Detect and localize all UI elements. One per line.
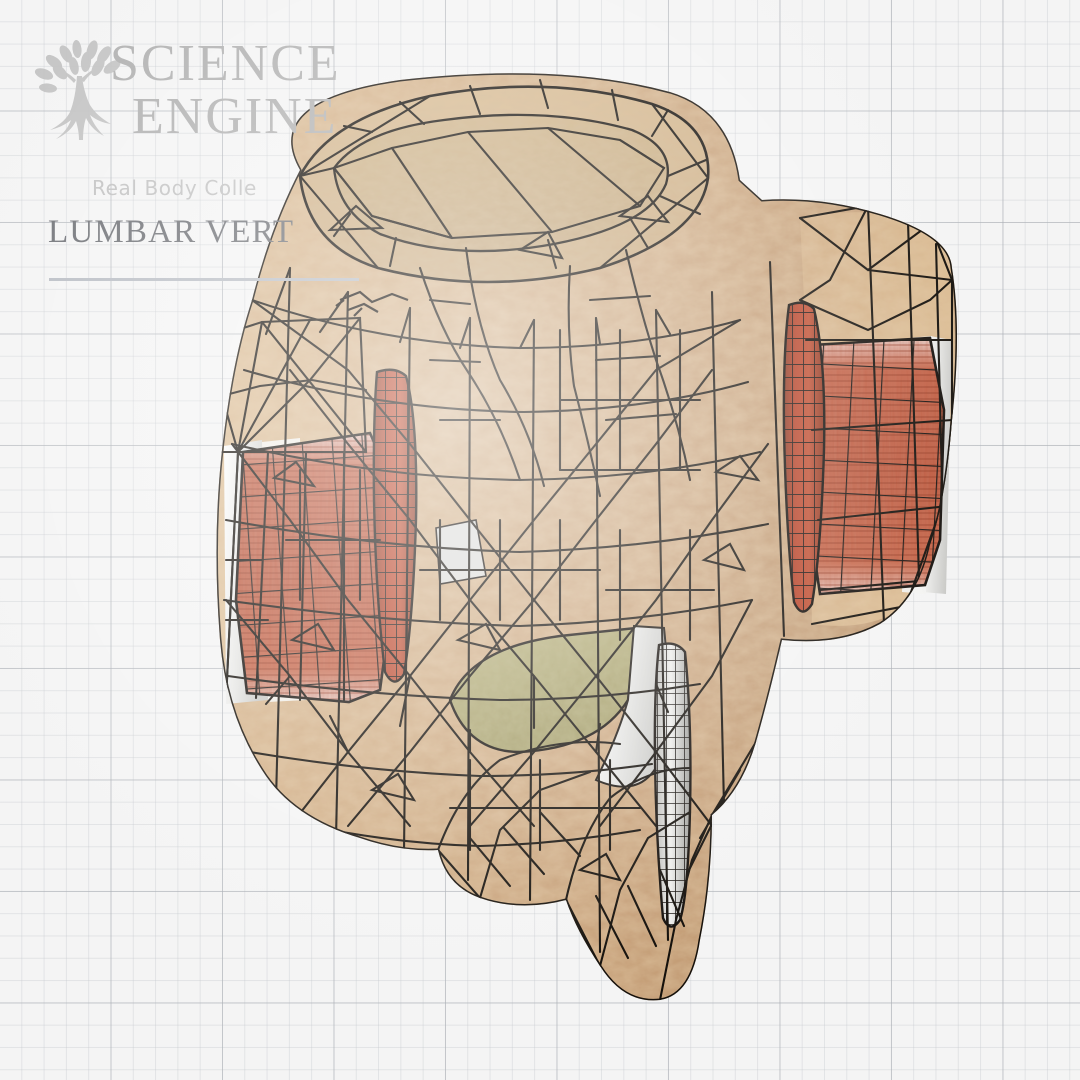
specimen-title: LUMBAR VERT [48,214,295,250]
logo-row: SCIENCE ENGINE [24,34,454,152]
vertebra-body-group [216,73,957,1001]
brand-tagline: Real Body Colle [92,176,257,200]
title-underline-rule [49,278,359,281]
brand-line-science: SCIENCE [110,35,341,92]
brand-wordmark: SCIENCE ENGINE [110,35,341,145]
left-intertransverse-muscle [234,431,394,704]
watermark-block: SCIENCE ENGINE Real Body Colle LUMBAR VE… [24,34,454,281]
brand-line-engine: ENGINE [132,87,338,145]
